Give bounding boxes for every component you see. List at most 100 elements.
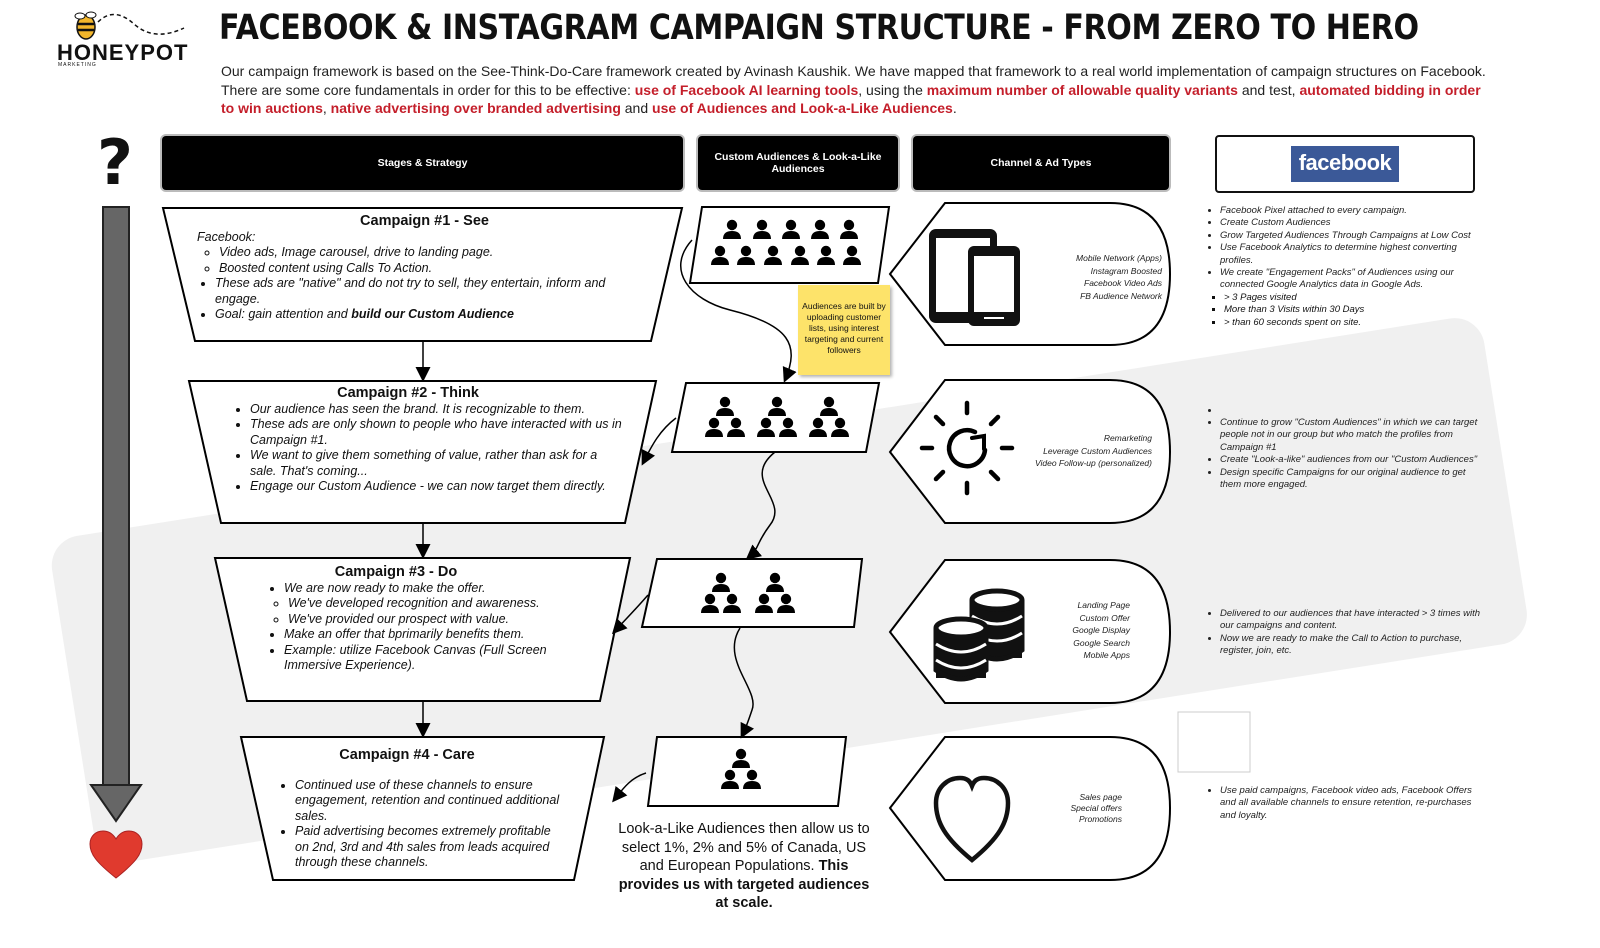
audience-box-1 [688, 206, 891, 284]
channel-item: FB Audience Network [1080, 290, 1162, 301]
question-mark-icon: ? [97, 126, 133, 199]
bee-icon [74, 11, 185, 40]
note-item: Continue to grow "Custom Audiences" in w… [1220, 417, 1488, 454]
channel-item: Promotions [1079, 814, 1122, 824]
channel-item: Mobile Apps [1083, 650, 1130, 660]
note-item: Design specific Campaigns for our origin… [1220, 467, 1488, 492]
notes-2: Continue to grow "Custom Audiences" in w… [1208, 405, 1488, 491]
note-item: Now we are ready to make the Call to Act… [1220, 633, 1488, 658]
channel-item: Custom Offer [1079, 612, 1130, 623]
campaign-3: Campaign #3 - Do We are now ready to mak… [266, 564, 586, 674]
note-item: We create "Engagement Packs" of Audience… [1220, 267, 1488, 292]
campaign-4-title: Campaign #4 - Care [339, 747, 475, 763]
notes-3: Delivered to our audiences that have int… [1208, 608, 1488, 658]
channel-item: Video Follow-up (personalized) [1034, 458, 1152, 468]
channel-item: Google Search [1073, 637, 1130, 648]
campaign-2-bullet-1: Our audience has seen the brand. It is r… [250, 402, 624, 418]
campaign-2-title: Campaign #2 - Think [337, 385, 479, 401]
note-item [1220, 405, 1488, 417]
campaign-3-sub-2: We've provided our prospect with value. [288, 612, 586, 628]
campaign-3-title: Campaign #3 - Do [334, 564, 458, 580]
coin-stack-icon [933, 588, 1025, 682]
logo-wordmark: HONEYPOT [57, 40, 189, 65]
campaign-1-bullet-1: These ads are "native" and do not try to… [215, 276, 652, 307]
channel-list-4: Sales page Special offers Promotions [1030, 792, 1123, 825]
intro-text-4: , [322, 100, 331, 116]
campaign-3-bullet-3: Example: utilize Facebook Canvas (Full S… [284, 643, 586, 674]
campaign-3-bullet-1: We are now ready to make the offer. [284, 581, 586, 597]
sun-refresh-icon [919, 400, 1015, 496]
campaign-1-goal-bold: build our Custom Audience [351, 307, 514, 321]
channel-shape-4 [888, 736, 1172, 881]
channel-item: Sales page [1079, 792, 1122, 802]
intro-highlight-1: use of Facebook AI learning tools [634, 81, 859, 98]
campaign-1-sub-1: Video ads, Image carousel, drive to land… [219, 245, 652, 261]
campaign-2-bullet-3: We want to give them something of value,… [250, 448, 624, 479]
audience-box-3 [640, 558, 864, 628]
note-item: Facebook Pixel attached to every campaig… [1220, 205, 1488, 217]
campaign-4: Campaign #4 - Care Continued use of thes… [277, 747, 567, 871]
note-sub-item: > than 60 seconds spent on site. [1224, 317, 1488, 329]
campaign-4-bullet-1: Continued use of these channels to ensur… [295, 778, 567, 825]
campaign-2: Campaign #2 - Think Our audience has see… [232, 385, 624, 495]
channel-shape-2 [888, 379, 1172, 524]
intro-highlight-3: automated bidding in order to win auctio… [221, 81, 1481, 117]
lookalike-bold: This provides us with targeted audiences… [618, 858, 870, 911]
channel-list-2: Remarketing Leverage Custom Audiences Vi… [1012, 432, 1152, 470]
campaign-4-shape [239, 736, 606, 881]
note-item: Create Custom Audiences [1220, 217, 1488, 229]
campaign-2-bullet-2: These ads are only shown to people who h… [250, 417, 624, 448]
channel-list-3: Landing Page Custom Offer Google Display… [1030, 599, 1130, 662]
audience-box-2 [670, 382, 881, 453]
campaign-1-lead: Facebook: [197, 229, 256, 244]
campaign-3-bullet-2: Make an offer that bprimarily benefits t… [284, 627, 586, 643]
note-item: Grow Targeted Audiences Through Campaign… [1220, 230, 1488, 242]
header-facebook: facebook [1215, 135, 1475, 193]
sticky-note: Audiences are built by uploading custome… [798, 285, 890, 375]
campaign-4-bullet-2: Paid advertising becomes extremely profi… [295, 824, 567, 871]
channel-item: Leverage Custom Audiences [1043, 445, 1152, 456]
channel-item: Remarketing [1103, 433, 1152, 443]
lookalike-text: Look-a-Like Audiences then allow us to s… [616, 820, 872, 913]
channel-list-1: Mobile Network (Apps) Instagram Boosted … [1020, 252, 1162, 302]
sticky-note-text: Audiences are built by uploading custome… [802, 301, 886, 355]
campaign-1-goal-text: Goal: gain attention and [215, 307, 352, 321]
intro-text-5: and [620, 100, 653, 116]
note-sub-item: More than 3 Visits within 30 Days [1224, 304, 1488, 316]
note-item: Use paid campaigns, Facebook video ads, … [1220, 785, 1488, 822]
note-item: Delivered to our audiences that have int… [1220, 608, 1488, 633]
logo-sub: MARKETING [58, 62, 97, 68]
down-arrow-icon [89, 206, 143, 823]
page-title: FACEBOOK & INSTAGRAM CAMPAIGN STRUCTURE … [219, 8, 1419, 48]
channel-item: Google Display [1072, 625, 1130, 635]
intro-text-1: Our campaign framework is based on the S… [221, 63, 1486, 98]
intro-paragraph: Our campaign framework is based on the S… [221, 62, 1491, 118]
header-audiences: Custom Audiences & Look-a-Like Audiences [698, 136, 898, 190]
note-item: Create "Look-a-like" audiences from our … [1220, 454, 1488, 466]
campaign-1: Campaign #1 - See Facebook: Video ads, I… [197, 213, 652, 323]
notes-4: Use paid campaigns, Facebook video ads, … [1208, 785, 1488, 822]
campaign-3-sub-1: We've developed recognition and awarenes… [288, 596, 586, 612]
intro-highlight-2: maximum number of allowable quality vari… [926, 81, 1238, 98]
campaign-1-goal: Goal: gain attention and build our Custo… [215, 307, 652, 323]
channel-item: Instagram Boosted [1090, 265, 1162, 276]
campaign-2-bullet-4: Engage our Custom Audience - we can now … [250, 479, 624, 495]
campaign-2-shape [187, 380, 658, 524]
intro-text-2: , using the [858, 81, 927, 98]
note-sub-item: > 3 Pages visited [1224, 292, 1488, 304]
header-channel: Channel & Ad Types [913, 136, 1169, 190]
channel-item: Landing Page [1077, 600, 1130, 610]
note-item: Use Facebook Analytics to determine high… [1220, 242, 1488, 267]
lookalike-plain: Look-a-Like Audiences then allow us to s… [618, 821, 870, 874]
heart-outline-icon [933, 775, 1011, 863]
mobile-devices-icon [929, 229, 1020, 326]
heart-icon [89, 830, 143, 879]
intro-text-3: and test, [1237, 81, 1300, 98]
audience-box-4 [646, 736, 848, 807]
campaign-1-shape [161, 207, 684, 342]
facebook-logo: facebook [1290, 146, 1400, 182]
campaign-1-title: Campaign #1 - See [360, 213, 489, 229]
intro-text-6: . [952, 100, 957, 116]
header-stages: Stages & Strategy [162, 136, 683, 190]
channel-item: Mobile Network (Apps) [1076, 253, 1162, 263]
